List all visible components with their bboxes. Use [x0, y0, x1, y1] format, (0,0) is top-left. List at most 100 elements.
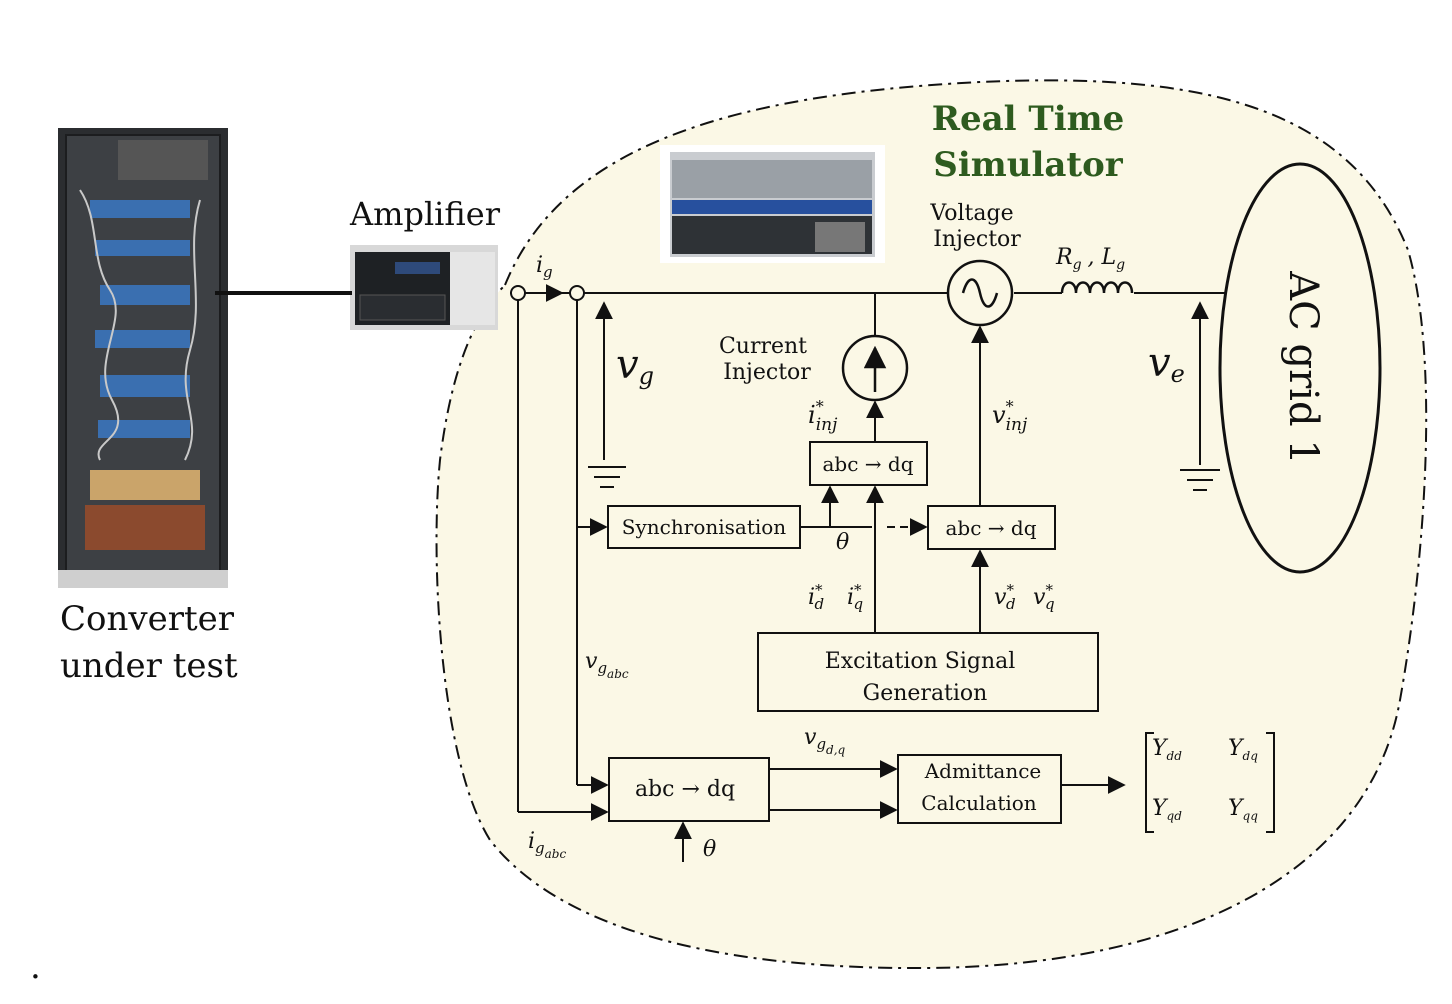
abc-dq-top-label: abc → dq: [822, 452, 913, 476]
ground-symbol-left: [588, 466, 626, 488]
yqq-sub: qq: [1243, 809, 1259, 823]
voltage-injector-line1: Voltage: [929, 201, 1013, 226]
svg-text:v*q: v*q: [1033, 581, 1055, 613]
current-injector-line2: Injector: [723, 360, 811, 385]
igabc-sub: g: [535, 839, 545, 857]
stray-dot: .: [30, 947, 41, 987]
ig-label: i: [536, 253, 543, 278]
matrix-left-bracket: [1145, 732, 1154, 833]
simulator-hardware-image: [660, 145, 885, 263]
igabc-label: i: [528, 829, 535, 854]
excitation-label-line2: Generation: [863, 681, 988, 706]
id-sub: d: [815, 595, 825, 613]
node-left: [510, 285, 526, 301]
iq-label: i: [847, 585, 854, 610]
voltage-injector-line2: Injector: [933, 227, 1021, 252]
current-injector-line1: Current: [719, 334, 807, 359]
svg-text:v*d: v*d: [994, 581, 1016, 613]
iinj-sub: inj: [816, 415, 838, 435]
theta-bottom-label: θ: [703, 837, 716, 862]
abc-dq-bottom-label: abc → dq: [635, 777, 735, 802]
ac-grid-ellipse: [1218, 162, 1382, 574]
excitation-label-line1: Excitation Signal: [825, 649, 1016, 674]
ve-sub: e: [1171, 360, 1185, 388]
vgabc-subsub: abc: [607, 667, 629, 681]
converter-cabinet-image: [58, 128, 228, 588]
rg-sub: g: [1073, 257, 1082, 273]
svg-text:i*q: i*q: [847, 581, 863, 613]
yqd-sub: qd: [1167, 809, 1183, 823]
admittance-label-line2: Calculation: [921, 791, 1037, 815]
yqd-label: Y: [1152, 796, 1169, 821]
abc-dq-right-block: [927, 505, 1056, 550]
svg-text:i*inj: i*inj: [808, 397, 838, 435]
id-sup: *: [815, 581, 823, 599]
svg-text:v*inj: v*inj: [992, 397, 1028, 435]
converter-label-line1: Converter: [60, 599, 235, 639]
vgdq-sub: g: [816, 735, 826, 753]
vinj-sup: *: [1006, 397, 1014, 416]
vg-label: v: [616, 342, 639, 388]
rts-title-line1: Real Time: [932, 99, 1125, 139]
vgabc-sub: g: [597, 659, 607, 677]
svg-text:vg: vg: [616, 342, 654, 390]
vq-sub: q: [1045, 595, 1055, 613]
vgabc-label: v: [585, 649, 598, 674]
vgdq-label: v: [804, 725, 817, 750]
synchronisation-label: Synchronisation: [622, 515, 787, 539]
id-label: i: [808, 585, 815, 610]
iq-sub: q: [854, 595, 864, 613]
svg-text:vgd,q: vgd,q: [804, 725, 846, 757]
svg-text:vgabc: vgabc: [585, 649, 629, 681]
rg-label: R: [1055, 245, 1073, 270]
vg-sub: g: [639, 362, 654, 390]
ve-label: v: [1148, 340, 1171, 386]
vinj-label: v: [992, 401, 1006, 429]
svg-text:igabc: igabc: [528, 829, 566, 861]
svg-text:ve: ve: [1148, 340, 1185, 388]
admittance-label-line1: Admittance: [924, 759, 1042, 783]
converter-label-line2: under test: [60, 646, 238, 686]
svg-text:Ydd: Ydd: [1152, 736, 1182, 763]
yqq-label: Y: [1228, 796, 1245, 821]
ground-symbol-right: [1180, 469, 1220, 491]
svg-text:Ydq: Ydq: [1228, 736, 1258, 763]
synchronisation-block: [607, 505, 801, 549]
ac-grid-label: AC grid 1: [1280, 270, 1326, 465]
theta-sync-label: θ: [836, 530, 849, 555]
vq-label: v: [1033, 585, 1046, 610]
rts-title-line2: Simulator: [933, 145, 1123, 185]
vd-label: v: [994, 585, 1007, 610]
svg-text:Yqd: Yqd: [1152, 796, 1182, 823]
vq-sup: *: [1045, 581, 1053, 599]
iq-sup: *: [854, 581, 862, 599]
vgdq-subsub: d,q: [826, 743, 845, 757]
ydq-sub: dq: [1243, 749, 1259, 763]
svg-text:ig: ig: [536, 253, 553, 281]
ig-sub: g: [543, 263, 553, 281]
lg-sub: g: [1116, 257, 1125, 273]
amplifier-image: [350, 245, 498, 330]
igabc-subsub: abc: [545, 847, 567, 861]
inductor-icon: [1060, 281, 1134, 294]
ydd-label: Y: [1152, 736, 1169, 761]
svg-text:i*d: i*d: [808, 581, 824, 613]
abc-dq-right-label: abc → dq: [945, 516, 1036, 540]
vinj-sub: inj: [1006, 415, 1028, 435]
node-right: [569, 285, 585, 301]
vd-sub: d: [1006, 595, 1016, 613]
ydq-label: Y: [1228, 736, 1245, 761]
admittance-block: [897, 754, 1062, 824]
abc-dq-bottom-block: [608, 757, 770, 822]
vd-sup: *: [1006, 581, 1014, 599]
iinj-label: i: [808, 401, 816, 429]
svg-text:Rg, Lg: Rg, Lg: [1055, 245, 1125, 273]
iinj-sup: *: [816, 397, 824, 416]
amplifier-label: Amplifier: [349, 195, 501, 233]
excitation-block: [757, 632, 1099, 712]
svg-text:Yqq: Yqq: [1228, 796, 1258, 823]
matrix-right-bracket: [1266, 732, 1275, 833]
lg-label: , L: [1088, 245, 1117, 270]
